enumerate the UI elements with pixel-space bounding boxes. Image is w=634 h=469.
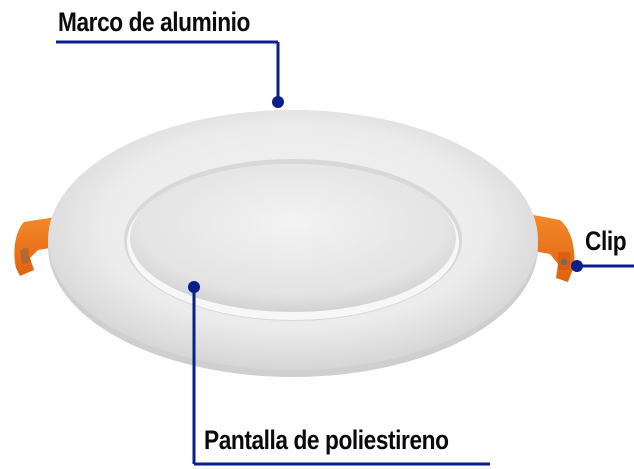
leader-frame — [56, 40, 284, 108]
label-polystyrene-diffuser: Pantalla de poliestireno — [204, 425, 449, 455]
leader-frame-dot — [272, 96, 284, 108]
right-clip — [528, 214, 575, 282]
polystyrene-panel — [130, 164, 456, 312]
label-aluminium-frame: Marco de aluminio — [58, 7, 250, 37]
leader-clip — [571, 260, 634, 272]
label-clip: Clip — [585, 226, 627, 256]
leader-diffuser — [188, 281, 490, 466]
